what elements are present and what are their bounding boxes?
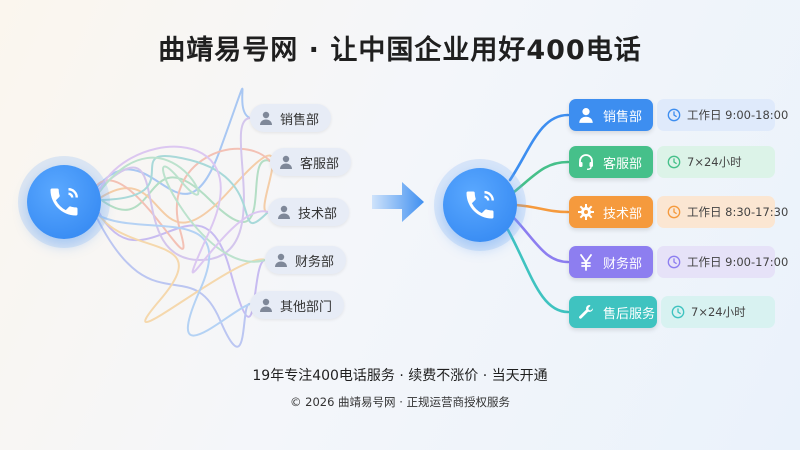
dept-label: 售后服务 xyxy=(603,306,656,322)
right-dept-tech: 技术部 xyxy=(569,196,653,228)
hours-text: 工作日 8:30-17:30 xyxy=(687,205,789,219)
clock-icon xyxy=(667,155,681,169)
person-icon xyxy=(579,108,593,123)
clock-icon xyxy=(671,305,685,319)
phone-icon-left xyxy=(27,165,101,239)
page-title: 曲靖易号网 · 让中国企业用好400电话 xyxy=(158,35,642,66)
clock-icon xyxy=(667,205,681,219)
dept-label: 技术部 xyxy=(603,206,643,222)
hours-badge-aftersales: 7×24小时 xyxy=(661,296,775,328)
person-icon xyxy=(260,111,272,125)
hours-badge-tech: 工作日 8:30-17:30 xyxy=(657,196,788,228)
clock-icon xyxy=(667,255,681,269)
hours-badge-sales: 工作日 9:00-18:00 xyxy=(657,99,788,131)
dept-label: 财务部 xyxy=(603,256,643,272)
person-icon xyxy=(278,205,290,219)
arrow-right-icon xyxy=(372,182,424,222)
left-dept-finance: 财务部 xyxy=(265,246,347,274)
left-dept-tech: 技术部 xyxy=(268,198,350,226)
dept-label: 财务部 xyxy=(295,254,335,270)
tangled-lines xyxy=(92,87,274,348)
person-icon xyxy=(275,253,287,267)
hours-text: 7×24小时 xyxy=(691,305,746,319)
hours-text: 工作日 9:00-18:00 xyxy=(687,108,789,122)
dept-label: 技术部 xyxy=(298,206,338,222)
dept-label: 客服部 xyxy=(300,156,340,172)
dept-label: 其他部门 xyxy=(280,299,333,315)
hours-badge-service: 7×24小时 xyxy=(657,146,775,178)
left-dept-sales: 销售部 xyxy=(250,104,332,132)
clock-icon xyxy=(667,108,681,122)
dept-label: 客服部 xyxy=(603,156,643,172)
person-icon xyxy=(260,298,272,312)
wrench-icon xyxy=(579,305,594,319)
phone-icon-right xyxy=(443,168,517,242)
routing-lines xyxy=(506,113,570,314)
gear-icon xyxy=(578,204,594,220)
right-dept-service: 客服部 xyxy=(569,146,653,178)
hours-badge-finance: 工作日 9:00-17:00 xyxy=(657,246,788,278)
left-dept-service: 客服部 xyxy=(270,148,352,176)
copyright: © 2026 曲靖易号网 · 正规运营商授权服务 xyxy=(289,395,511,409)
yen-icon xyxy=(580,254,592,271)
hours-text: 7×24小时 xyxy=(687,155,742,169)
left-dept-other: 其他部门 xyxy=(250,291,345,319)
headset-icon xyxy=(579,154,593,170)
right-dept-aftersales: 售后服务 xyxy=(569,296,657,328)
hours-text: 工作日 9:00-17:00 xyxy=(687,255,789,269)
dept-label: 销售部 xyxy=(603,109,643,125)
right-dept-sales: 销售部 xyxy=(569,99,653,131)
tagline: 19年专注400电话服务 · 续费不涨价 · 当天开通 xyxy=(252,368,548,384)
dept-label: 销售部 xyxy=(280,112,320,128)
person-icon xyxy=(280,155,292,169)
right-dept-finance: 财务部 xyxy=(569,246,653,278)
